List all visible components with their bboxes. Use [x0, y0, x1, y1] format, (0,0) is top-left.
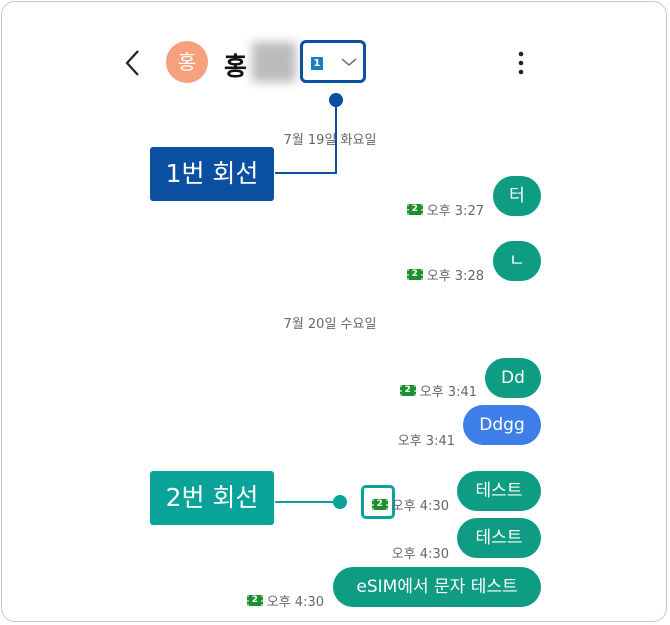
sim-selector-button[interactable]: 1 — [300, 40, 366, 83]
more-options-icon[interactable] — [515, 50, 527, 76]
message-bubble[interactable]: 터 — [493, 176, 541, 216]
sim-2-icon: 2 — [406, 204, 423, 215]
sim-2-icon: 2 — [406, 269, 423, 280]
annotation-line-1: 1번 회선 — [150, 147, 274, 201]
message-bubble[interactable]: 테스트 — [457, 518, 541, 558]
date-divider: 7월 19일 화요일 — [283, 133, 377, 148]
back-icon[interactable] — [122, 48, 142, 78]
callout-connector-2 — [275, 495, 347, 509]
chevron-down-icon — [341, 58, 357, 67]
message-bubble[interactable]: eSIM에서 문자 테스트 — [333, 567, 541, 607]
message-bubble[interactable]: Ddgg — [463, 405, 541, 445]
avatar[interactable]: 홍 — [166, 41, 208, 83]
annotation-line-2: 2번 회선 — [150, 471, 274, 525]
date-divider: 7월 20일 수요일 — [283, 317, 377, 332]
sim-2-icon: 2 — [246, 595, 263, 606]
message-time: 오후 3:41 — [397, 434, 455, 449]
sim-2-icon: 2 — [371, 499, 388, 510]
message-bubble[interactable]: Dd — [485, 358, 541, 398]
sim-2-icon: 2 — [399, 385, 416, 396]
message-time: 오후 4:30 — [391, 547, 449, 562]
callout-connector-1 — [275, 93, 343, 174]
message-bubble[interactable]: 테스트 — [457, 471, 541, 511]
sim-1-icon: 1 — [311, 57, 323, 70]
blurred-name — [252, 42, 296, 82]
sim-highlight-box — [361, 485, 395, 519]
message-bubble[interactable]: ㄴ — [493, 241, 541, 281]
contact-name: 홍 — [224, 52, 248, 81]
